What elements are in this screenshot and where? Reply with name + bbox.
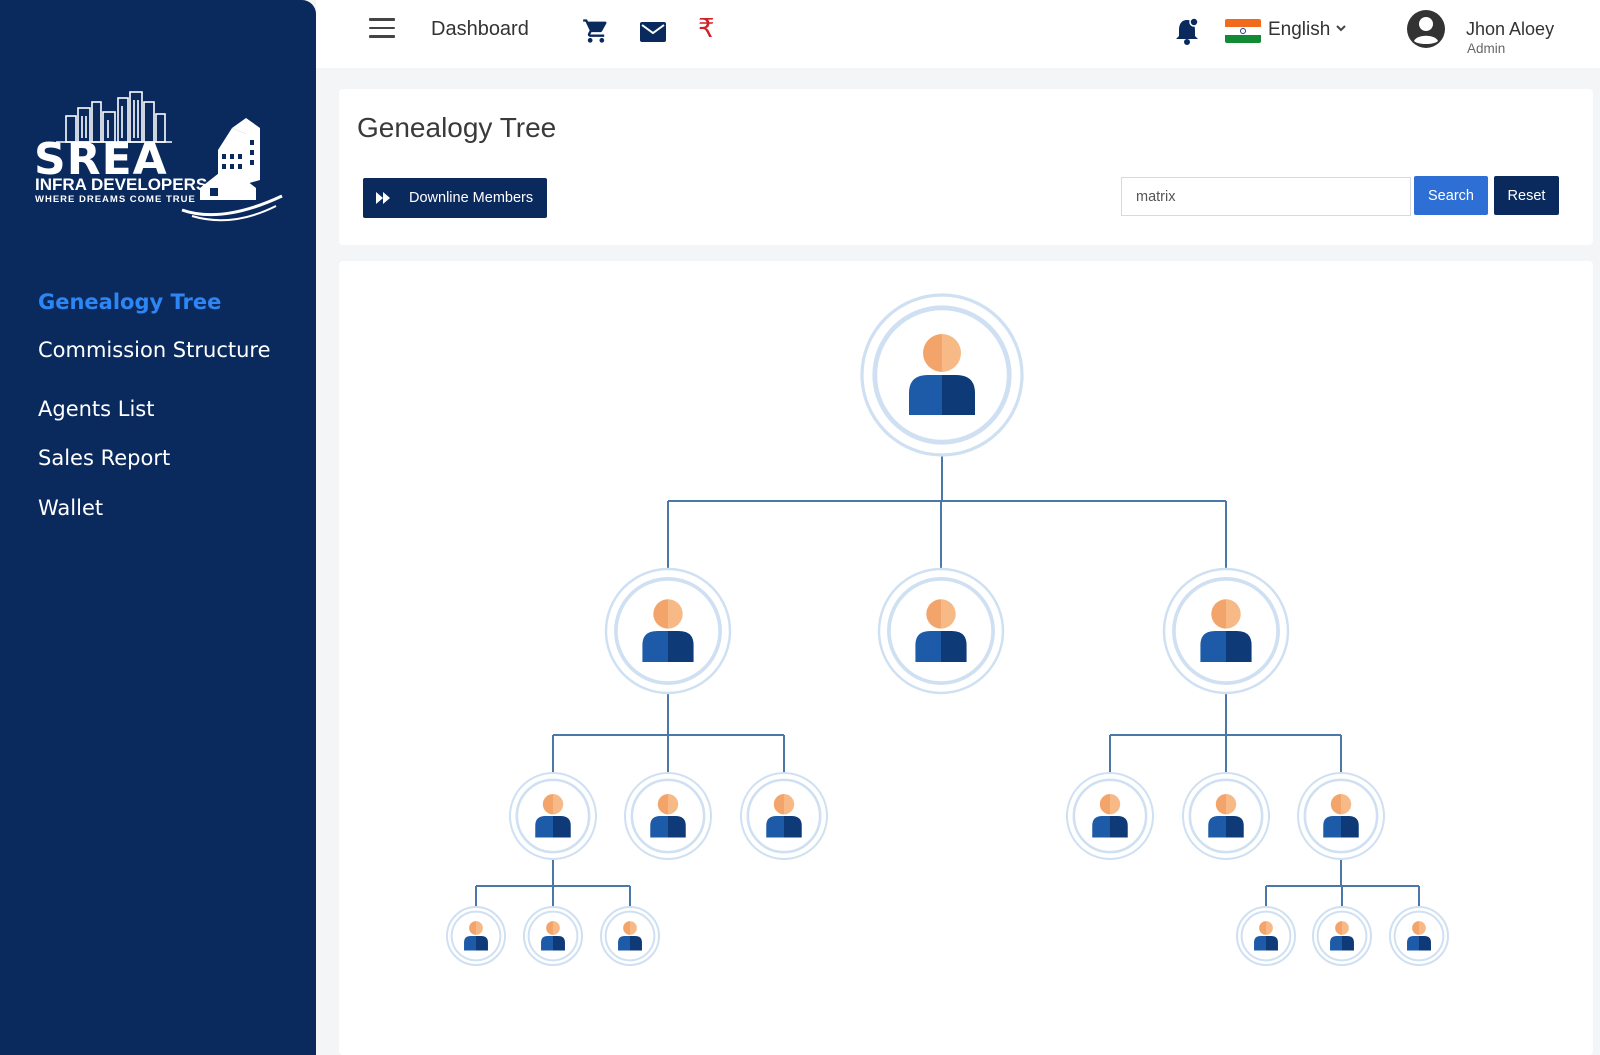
user-avatar-icon bbox=[542, 793, 553, 815]
sidebar: SREA INFRA DEVELOPERS WHERE DREAMS COME … bbox=[0, 0, 316, 1055]
reset-button[interactable]: Reset bbox=[1494, 176, 1559, 215]
user-avatar-icon bbox=[1211, 599, 1226, 629]
brand-tagline: WHERE DREAMS COME TRUE bbox=[35, 194, 196, 205]
tree-node-member[interactable] bbox=[600, 906, 660, 966]
chevron-down-icon[interactable] bbox=[1334, 21, 1348, 40]
tree-node-member[interactable] bbox=[523, 906, 583, 966]
city-skyline-icon bbox=[56, 91, 283, 222]
page-title: Genealogy Tree bbox=[357, 112, 557, 143]
tree-node-member[interactable] bbox=[1066, 772, 1154, 860]
tree-node-member[interactable] bbox=[1389, 906, 1449, 966]
user-avatar-icon bbox=[923, 334, 942, 372]
sidebar-item-wallet[interactable]: Wallet bbox=[38, 496, 104, 520]
cart-icon[interactable] bbox=[582, 17, 610, 50]
sidebar-item-sales-report[interactable]: Sales Report bbox=[38, 446, 171, 470]
brand-subtitle: INFRA DEVELOPERS bbox=[35, 175, 208, 194]
tree-node-member[interactable] bbox=[740, 772, 828, 860]
tree-node-member[interactable] bbox=[509, 772, 597, 860]
header-card: Genealogy Tree Downline Members Search R… bbox=[339, 89, 1593, 245]
tree-card bbox=[339, 261, 1593, 1055]
user-avatar-icon bbox=[653, 599, 668, 629]
rupee-icon[interactable]: ₹ bbox=[698, 14, 715, 44]
user-avatar-icon bbox=[1330, 793, 1341, 815]
tree-node-member[interactable] bbox=[1297, 772, 1385, 860]
search-button[interactable]: Search bbox=[1414, 176, 1488, 215]
tree-node-member[interactable] bbox=[860, 293, 1024, 457]
user-avatar-icon bbox=[1412, 921, 1419, 935]
user-avatar-icon bbox=[773, 793, 784, 815]
tree-node-member[interactable] bbox=[1312, 906, 1372, 966]
bell-icon[interactable] bbox=[1174, 16, 1200, 51]
language-selector[interactable]: English bbox=[1268, 19, 1331, 40]
user-avatar-icon bbox=[1259, 921, 1266, 935]
user-avatar-icon bbox=[1099, 793, 1110, 815]
user-avatar-icon bbox=[546, 921, 553, 935]
user-avatar-icon[interactable] bbox=[1406, 9, 1446, 54]
search-input[interactable] bbox=[1121, 177, 1411, 216]
top-bar: Dashboard ₹ English Jhon Aloey Admin bbox=[316, 0, 1600, 68]
user-name[interactable]: Jhon Aloey bbox=[1466, 19, 1555, 39]
sidebar-item-genealogy-tree[interactable]: Genealogy Tree bbox=[38, 290, 222, 314]
tree-node-member[interactable] bbox=[1236, 906, 1296, 966]
tree-node-member[interactable] bbox=[1162, 567, 1290, 695]
user-avatar-icon bbox=[1335, 921, 1342, 935]
tree-node-member[interactable] bbox=[446, 906, 506, 966]
mail-icon[interactable] bbox=[639, 20, 667, 49]
user-avatar-icon bbox=[657, 793, 668, 815]
brand-logo[interactable]: SREA INFRA DEVELOPERS WHERE DREAMS COME … bbox=[32, 88, 284, 228]
fast-forward-icon bbox=[376, 192, 390, 204]
user-avatar-icon bbox=[926, 599, 941, 629]
tree-node-member[interactable] bbox=[604, 567, 732, 695]
tree-node-member[interactable] bbox=[877, 567, 1005, 695]
downline-members-button[interactable]: Downline Members bbox=[363, 178, 547, 218]
user-avatar-icon bbox=[469, 921, 476, 935]
india-flag-icon bbox=[1225, 19, 1261, 43]
tree-node-member[interactable] bbox=[624, 772, 712, 860]
genealogy-tree bbox=[446, 293, 1449, 966]
dashboard-link[interactable]: Dashboard bbox=[431, 18, 529, 40]
user-avatar-icon bbox=[1215, 793, 1226, 815]
tree-node-member[interactable] bbox=[1182, 772, 1270, 860]
user-avatar-icon bbox=[623, 921, 630, 935]
sidebar-item-commission-structure[interactable]: Commission Structure bbox=[38, 338, 271, 362]
menu-icon[interactable] bbox=[369, 18, 395, 38]
downline-members-label: Downline Members bbox=[409, 190, 534, 206]
user-role: Admin bbox=[1467, 41, 1506, 56]
brand-name: SREA bbox=[34, 134, 168, 185]
sidebar-item-agents-list[interactable]: Agents List bbox=[38, 397, 155, 421]
